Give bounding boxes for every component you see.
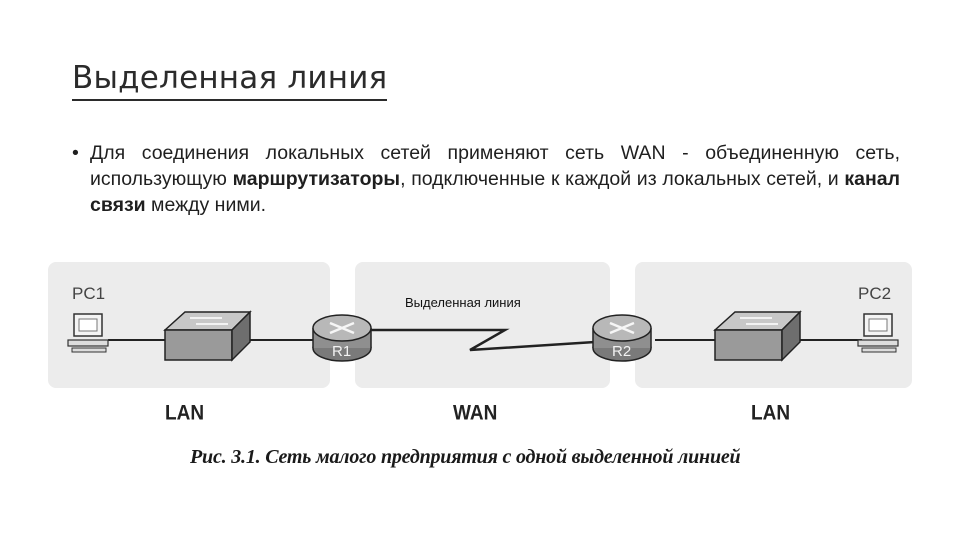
r2-label: R2 <box>612 343 632 360</box>
bullet-marker: • <box>72 142 79 164</box>
pc1-label: PC1 <box>72 284 106 303</box>
bullet-text-1: Для соединения локальных сетей применяют… <box>90 142 900 190</box>
bullet-text-2: , подключенные к каждой из локальных сет… <box>400 168 845 190</box>
pc2-label: PC2 <box>858 284 892 303</box>
network-diagram-drawing <box>48 262 912 388</box>
figure-caption: Рис. 3.1. Сеть малого предприятия с одно… <box>190 446 741 468</box>
dedicated-line-icon <box>370 328 596 352</box>
pc1-computer-icon <box>67 313 109 353</box>
lan-left-label: LAN <box>165 401 205 425</box>
lan-right-label: LAN <box>751 401 791 425</box>
switch-1-icon <box>163 310 252 362</box>
router-r2-icon <box>592 314 652 362</box>
bullet-bold-routers: маршрутизаторы <box>232 168 401 190</box>
r1-label: R1 <box>332 343 352 360</box>
bullet-text-3: между ними. <box>145 194 267 216</box>
wan-label: WAN <box>453 401 498 425</box>
network-diagram: PC1 PC2 R1 R2 Выделенная линия LAN WAN L… <box>0 250 960 490</box>
bullet-bold-channel: канал связи <box>90 168 900 216</box>
switch-2-icon <box>713 310 802 362</box>
wan-zone <box>355 262 610 388</box>
bullet-paragraph: • Для соединения локальных сетей применя… <box>72 140 900 218</box>
slide-title: Выделенная линия <box>72 58 388 101</box>
router-r1-icon <box>312 314 372 362</box>
pc2-computer-icon <box>857 313 899 353</box>
dedicated-line-label: Выделенная линия <box>405 295 521 310</box>
